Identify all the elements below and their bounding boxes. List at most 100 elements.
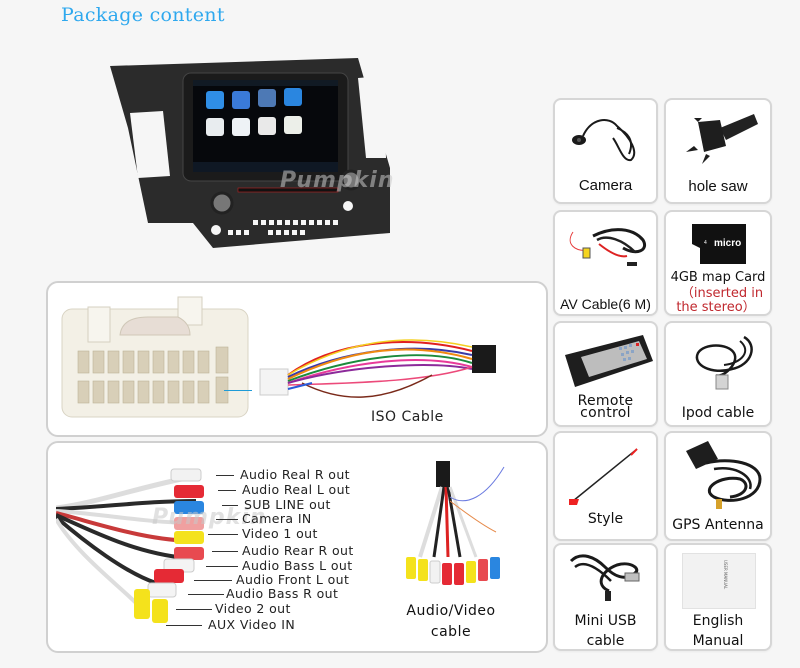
item-label: Remote control	[555, 393, 656, 421]
power-button	[636, 343, 639, 346]
item-card-mini-usb-cable: Mini USB cable	[553, 543, 658, 651]
watermark: Pumpkin	[152, 505, 267, 530]
fascia-vent-left	[130, 111, 170, 178]
item-label: Camera	[578, 177, 633, 194]
rca-plug-yellow	[174, 531, 204, 544]
rca-plug-yellow	[582, 247, 591, 259]
svg-text:4: 4	[704, 240, 707, 246]
item-label-line1: Remote	[577, 393, 634, 409]
manual-spine-text: USER MANUAL	[723, 560, 728, 590]
app-icon	[258, 89, 276, 107]
head-unit-image: Pumpkin	[108, 58, 408, 248]
connector-label: AUX Video IN	[208, 617, 296, 632]
app-icon	[206, 118, 224, 136]
disc-slot	[237, 187, 339, 193]
connector-label: Video 1 out	[242, 526, 318, 541]
app-icon	[232, 118, 250, 136]
item-card-av-cable: AV Cable(6 M)	[553, 210, 658, 316]
rca-plug-red	[154, 569, 184, 583]
app-icon	[232, 91, 250, 109]
rca-plug-white	[170, 468, 202, 482]
gps-antenna-image	[686, 441, 762, 509]
item-label: Mini USB cable	[555, 611, 656, 651]
rca-plug-yellow	[134, 589, 150, 619]
item-card-remote-control: Remote control	[553, 321, 658, 427]
connector-label: Audio Front L out	[236, 572, 350, 587]
rca-plug-white	[147, 582, 177, 598]
watermark: Pumpkin	[280, 168, 395, 193]
rca-plug-yellow	[152, 599, 168, 623]
mini-usb-cable-image	[569, 554, 640, 601]
rca-plug-white	[429, 560, 441, 584]
connector-line	[224, 390, 252, 391]
item-label-line2: control	[580, 405, 631, 421]
sma-connector	[716, 499, 722, 509]
iso-cable-panel: ISO Cable	[46, 281, 548, 437]
micro-sd-card-image: 4 micro	[692, 224, 746, 264]
connector-label: Audio Real R out	[240, 467, 350, 482]
connector-label: SUB LINE out	[244, 497, 331, 512]
mounting-holes	[211, 201, 353, 235]
rca-plug-yellow	[406, 557, 416, 579]
item-label: Ipod cable	[681, 405, 755, 421]
rca-fan-image	[56, 468, 204, 623]
rca-plug-blue	[490, 557, 500, 579]
usb-plug	[624, 572, 640, 582]
app-icon	[284, 116, 302, 134]
iso-connector-image	[61, 296, 249, 418]
item-label-line2: Manual	[692, 633, 744, 649]
stylus-image	[569, 448, 638, 505]
connector-label: Audio Bass L out	[242, 558, 353, 573]
manual-image: USER MANUAL	[682, 553, 756, 609]
item-note-line2: the stereo）	[676, 300, 756, 315]
rca-plug-red	[442, 563, 452, 585]
connector-label: Audio Bass R out	[226, 586, 339, 601]
item-card-hole-saw: hole saw	[664, 98, 772, 204]
rca-plug-yellow	[466, 561, 476, 583]
app-icon	[284, 88, 302, 106]
connector-label: Video 2 out	[215, 601, 291, 616]
connector-label: Audio Rear R out	[242, 543, 354, 558]
item-label: Style	[587, 511, 624, 527]
iso-cable-label: ISO Cable	[371, 409, 444, 425]
rca-plug-red	[478, 559, 488, 581]
av-cable-label: Audio/Video cable	[386, 601, 516, 643]
hole-saw-image	[686, 114, 758, 164]
ipod-connector	[715, 374, 729, 390]
item-card-camera: Camera	[553, 98, 658, 204]
iso-plug	[472, 345, 496, 373]
ipod-cable-image	[695, 335, 753, 390]
rca-plug-red	[174, 485, 204, 498]
item-label: AV Cable(6 M)	[560, 296, 651, 312]
av-cable-label-line1: Audio/Video	[406, 603, 496, 619]
item-card-english-manual: USER MANUAL English Manual	[664, 543, 772, 651]
av-cable-label-line2: cable	[430, 624, 472, 640]
rca-plug-blue	[174, 501, 204, 514]
page-title: Package content	[61, 4, 225, 26]
mini-usb-plug	[605, 591, 611, 601]
app-icon	[258, 117, 276, 135]
volume-knob	[210, 191, 234, 215]
micro-sd-logo: micro	[714, 238, 741, 249]
item-card-gps-antenna: GPS Antenna	[664, 431, 772, 541]
item-card-stylus: Style	[553, 431, 658, 541]
fascia-vent-right	[358, 76, 386, 158]
item-label: 4GB map Card	[670, 270, 766, 285]
av-cable-image	[569, 228, 646, 266]
pin-row-bottom	[77, 376, 229, 404]
pin-row-top	[77, 346, 229, 374]
item-label: hole saw	[688, 178, 748, 195]
rca-plug-pink	[174, 517, 204, 530]
av-cable-panel: Pumpkin Audio Real R out Audio Real L ou…	[46, 441, 548, 653]
camera-image	[572, 119, 636, 162]
app-icon	[206, 91, 224, 109]
connector-label: Audio Real L out	[242, 482, 351, 497]
item-label-line1: English	[692, 613, 744, 629]
item-note-line1: （inserted in	[680, 286, 764, 301]
item-label: GPS Antenna	[672, 517, 764, 533]
connector-label: Camera IN	[242, 511, 312, 526]
item-label: English Manual	[666, 611, 770, 651]
rca-plug-red	[454, 563, 464, 585]
item-label-line1: Mini USB	[574, 613, 637, 629]
rca-plug-red	[174, 547, 204, 560]
